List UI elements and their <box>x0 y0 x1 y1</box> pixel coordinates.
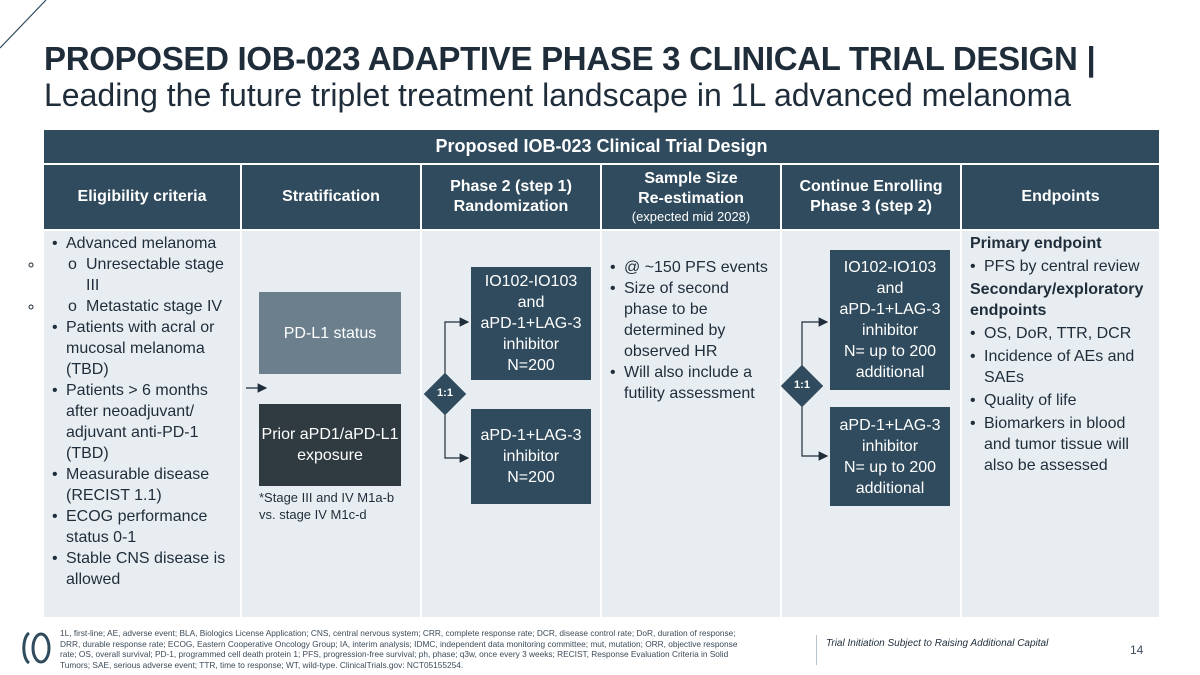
header-sample-line1: Sample Size <box>644 170 738 187</box>
phase3-arm2-line: additional <box>855 479 925 497</box>
sample-size-list: @ ~150 PFS events Size of second phase t… <box>602 257 776 404</box>
phase3-arm1-line: aPD-1+LAG-3 <box>839 301 941 318</box>
endpoints-cell: Primary endpoint PFS by central review S… <box>962 231 1159 617</box>
header-sample-line2: Re-estimation <box>638 190 744 207</box>
phase2-arm1-line: IO102-IO103 <box>484 273 578 290</box>
endpoint-item: Incidence of AEs and SAEs <box>962 346 1153 388</box>
company-logo-icon <box>22 631 51 665</box>
phase2-arm2-line: inhibitor <box>502 448 560 465</box>
header-sample-size: Sample Size Re-estimation (expected mid … <box>602 165 782 229</box>
phase2-arm1-line: and <box>517 294 545 311</box>
phase2-arm2-line: aPD-1+LAG-3 <box>480 427 582 444</box>
endpoint-item: OS, DoR, TTR, DCR <box>962 323 1153 344</box>
sample-size-item: Size of second phase to be determined by… <box>602 278 776 362</box>
phase3-arm1-line: N= up to 200 <box>843 343 937 360</box>
pdl1-status-label: PD-L1 status <box>283 324 377 342</box>
eligibility-item: Patients with acral or mucosal melanoma … <box>44 317 240 380</box>
footnote: 1L, first-line; AE, adverse event; BLA, … <box>60 628 738 670</box>
phase2-arm1-line: N=200 <box>507 357 555 374</box>
phase3-arm-triplet: IO102-IO103 and aPD-1+LAG-3 inhibitor N=… <box>830 250 950 390</box>
header-endpoints: Endpoints <box>962 165 1159 229</box>
phase2-arm1-line: aPD-1+LAG-3 <box>480 315 582 332</box>
eligibility-item: ECOG performance status 0-1 <box>44 506 240 548</box>
phase3-cell: IO102-IO103 and aPD-1+LAG-3 inhibitor N=… <box>782 231 962 617</box>
phase3-arm1-line: inhibitor <box>861 322 919 339</box>
eligibility-item: Stable CNS disease is allowed <box>44 548 240 590</box>
phase2-ratio-label: 1:1 <box>437 387 453 399</box>
phase2-cell: IO102-IO103 and aPD-1+LAG-3 inhibitor N=… <box>422 231 602 617</box>
stratification-cell: PD-L1 status Prior aPD1/aPD-L1 exposure … <box>242 231 422 617</box>
sample-size-item: Will also include a futility assessment <box>602 362 776 404</box>
header-phase3-line2: Phase 3 (step 2) <box>810 198 932 215</box>
phase3-arm-control: aPD-1+LAG-3 inhibitor N= up to 200 addit… <box>830 407 950 506</box>
sample-size-item: @ ~150 PFS events <box>602 257 776 278</box>
prior-exposure-label: Prior aPD1/aPD-L1 exposure <box>261 426 399 464</box>
phase3-arm2-line: aPD-1+LAG-3 <box>839 416 941 434</box>
header-row: Eligibility criteria Stratification Phas… <box>44 165 1159 229</box>
eligibility-cell: Advanced melanoma Unresectable stage III… <box>44 231 242 617</box>
phase3-arm2-line: inhibitor <box>861 437 919 455</box>
footer-divider <box>816 635 817 665</box>
sample-size-cell: @ ~150 PFS events Size of second phase t… <box>602 231 782 617</box>
header-phase3-line1: Continue Enrolling <box>799 178 943 195</box>
secondary-endpoint-list: OS, DoR, TTR, DCR Incidence of AEs and S… <box>962 323 1153 476</box>
header-endpoints-label: Endpoints <box>1021 188 1100 205</box>
phase2-arm2-line: N=200 <box>507 469 555 486</box>
phase3-arm1-line: additional <box>855 364 925 381</box>
body-row: Advanced melanoma Unresectable stage III… <box>44 231 1159 617</box>
eligibility-item: Measurable disease (RECIST 1.1) <box>44 464 240 506</box>
endpoint-item: Biomarkers in blood and tumor tissue wil… <box>962 413 1153 476</box>
phase3-arm2-line: N= up to 200 <box>843 458 937 476</box>
header-stratification: Stratification <box>242 165 422 229</box>
corner-decoration <box>0 0 47 49</box>
prior-exposure-box: Prior aPD1/aPD-L1 exposure <box>259 404 401 486</box>
header-eligibility-label: Eligibility criteria <box>77 188 207 205</box>
header-sample-note: (expected mid 2028) <box>631 209 751 224</box>
header-phase2-line2: Randomization <box>453 198 569 215</box>
header-stratification-label: Stratification <box>282 188 380 205</box>
eligibility-advanced: Advanced melanoma <box>66 235 217 252</box>
page-number: 14 <box>1130 643 1144 657</box>
stage-note: *Stage III and IV M1a-b vs. stage IV M1c… <box>259 490 395 522</box>
primary-endpoint-list: PFS by central review <box>962 256 1153 277</box>
phase2-arm-control: aPD-1+LAG-3 inhibitor N=200 <box>471 409 591 504</box>
eligibility-subitem: Metastatic stage IV <box>44 296 240 317</box>
endpoint-item: Quality of life <box>962 390 1153 411</box>
header-eligibility: Eligibility criteria <box>44 165 242 229</box>
eligibility-subitem: Unresectable stage III <box>44 254 240 296</box>
phase2-arm-triplet: IO102-IO103 and aPD-1+LAG-3 inhibitor N=… <box>471 267 591 380</box>
secondary-endpoint-heading: Secondary/exploratory endpoints <box>970 281 1144 319</box>
page-title: PROPOSED IOB-023 ADAPTIVE PHASE 3 CLINIC… <box>44 40 1096 77</box>
page-subtitle: Leading the future triplet treatment lan… <box>44 77 1072 113</box>
phase3-ratio-label: 1:1 <box>794 379 810 391</box>
primary-endpoint-heading: Primary endpoint <box>970 235 1102 252</box>
pdl1-status-box: PD-L1 status <box>259 292 401 374</box>
eligibility-item: Patients > 6 months after neoadjuvant/ a… <box>44 380 240 464</box>
eligibility-item: Advanced melanoma Unresectable stage III… <box>44 233 240 317</box>
phase2-arm1-line: inhibitor <box>502 336 560 353</box>
eligibility-sublist: Unresectable stage III Metastatic stage … <box>44 254 240 317</box>
table-title: Proposed IOB-023 Clinical Trial Design <box>44 130 1159 163</box>
phase3-arm1-line: and <box>876 280 904 297</box>
endpoint-item: PFS by central review <box>962 256 1153 277</box>
trial-note: Trial Initiation Subject to Raising Addi… <box>826 638 1049 649</box>
eligibility-list: Advanced melanoma Unresectable stage III… <box>44 233 240 590</box>
header-phase3: Continue Enrolling Phase 3 (step 2) <box>782 165 962 229</box>
header-phase2: Phase 2 (step 1) Randomization <box>422 165 602 229</box>
header-phase2-line1: Phase 2 (step 1) <box>450 178 572 195</box>
phase3-arm1-line: IO102-IO103 <box>843 259 937 276</box>
